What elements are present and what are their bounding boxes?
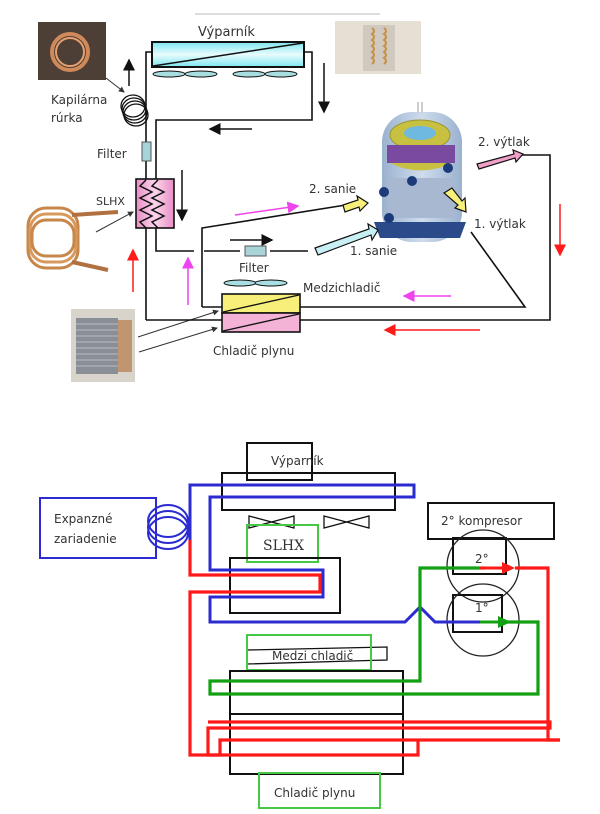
discharge-1-arrow <box>442 187 467 213</box>
red-gas-line <box>188 540 560 757</box>
compressor-label: 2° kompresor <box>441 514 522 528</box>
discharge-2-label: 2. výtlak <box>478 135 530 149</box>
evaporator-label-box <box>246 442 313 481</box>
capillary-label-line2: rúrka <box>51 111 83 125</box>
slhx-exchanger <box>135 178 175 229</box>
evaporator-box <box>221 472 396 511</box>
top-diagram: Výparník Kapilárna rúrka Filter <box>26 13 566 382</box>
intercooler-label: Medzichladič <box>303 281 380 295</box>
evaporator-photo <box>335 21 421 74</box>
stage2-circle <box>446 529 520 603</box>
stage2-box <box>452 537 507 575</box>
top-piping <box>145 51 551 321</box>
compressor-render <box>374 102 466 242</box>
filter-top-icon <box>141 141 152 162</box>
filter-bottom-label: Filter <box>239 261 269 275</box>
stage1-arrow-icon <box>498 616 511 628</box>
magenta-arrow-right <box>234 201 300 216</box>
stage1-circle <box>446 583 520 657</box>
discharge-2-arrow <box>476 149 525 170</box>
filter-top-label: Filter <box>97 147 127 161</box>
evaporator <box>151 41 305 78</box>
intercooler <box>221 293 301 314</box>
gas-cooler-label: Chladič plynu <box>213 344 294 358</box>
suction-2-label: 2. sanie <box>309 182 356 196</box>
capillary-label-line1: Kapilárna <box>51 93 107 107</box>
slhx-box <box>229 557 341 614</box>
green-gas-line <box>208 566 540 696</box>
intercooler-label: Medzi chladič <box>272 649 353 663</box>
gas-cooler-label: Chladič plynu <box>274 786 355 800</box>
evaporator-fan-icon <box>152 70 298 78</box>
expansion-device-box <box>39 497 157 559</box>
capillary-tube-photo <box>38 22 125 93</box>
gas-cooler-photo <box>71 309 219 382</box>
stage2-arrow-icon <box>502 562 515 574</box>
filter-bottom-icon <box>244 245 267 257</box>
discharge-1-label: 1. výtlak <box>474 217 526 231</box>
intercooler-fan-icon <box>223 279 288 287</box>
slhx-coil-photo <box>26 206 134 272</box>
gas-cooler <box>221 312 301 333</box>
blue-refrigerant-line <box>188 483 490 624</box>
expansion-label-line1: Expanzné <box>54 512 113 526</box>
expansion-coil-icon <box>147 504 189 550</box>
suction-1-arrow <box>314 222 379 256</box>
suction-2-arrow <box>342 194 369 213</box>
bottom-diagram: Výparník SLHX Medzi chladič Chladič plyn… <box>39 442 560 809</box>
slhx-label-box <box>246 524 319 563</box>
slhx-label: SLHX <box>96 195 125 208</box>
gas-cooler-label-box <box>258 772 381 809</box>
capillary-coil-icon <box>120 94 149 127</box>
expansion-label-line2: zariadenie <box>54 532 117 546</box>
stage1-box <box>452 594 503 633</box>
stage2-label: 2° <box>475 552 489 566</box>
evaporator-label: Výparník <box>271 454 324 468</box>
suction-1-label: 1. sanie <box>350 244 397 258</box>
evaporator-label: Výparník <box>198 25 255 40</box>
stage1-label: 1° <box>475 601 489 615</box>
slhx-label: SLHX <box>263 538 304 554</box>
